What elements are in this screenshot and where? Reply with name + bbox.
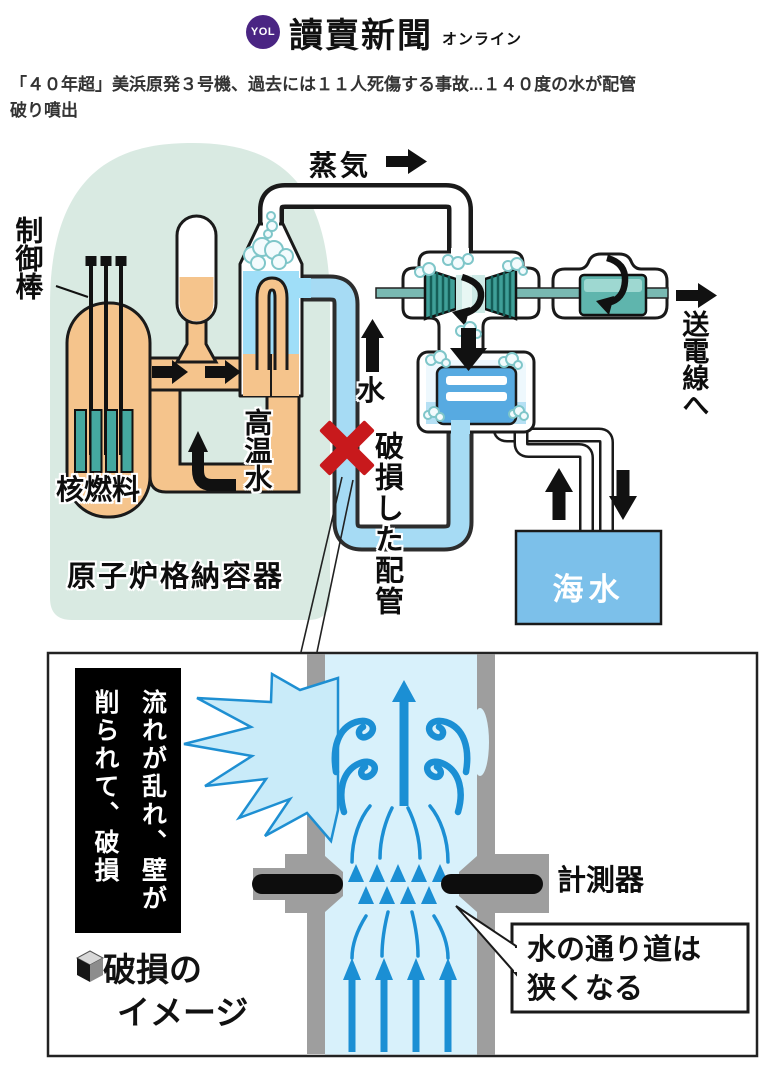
- label-power-lines: 送電線へ: [678, 310, 709, 418]
- seawater-flow-arrows: [545, 468, 637, 520]
- label-steam: 蒸気: [309, 150, 372, 181]
- fuel-rods-shape: [74, 409, 134, 473]
- label-nuclear-fuel: 核燃料: [56, 474, 141, 505]
- headline-line1: 「４０年超」美浜原発３号機、過去には１１人死傷する事故...１４０度の水が配管: [10, 75, 637, 94]
- instrument-probe: [252, 874, 543, 894]
- narrow-note-line1: 水の通り道は: [527, 934, 702, 966]
- flow-arrow-curved-up: [188, 431, 236, 491]
- narrow-note-box: [510, 922, 750, 1014]
- steam-arrow: [386, 149, 427, 174]
- flow-swirls: [331, 717, 471, 960]
- control-rod-pointer-line: [55, 285, 89, 298]
- label-seawater: 海水: [552, 572, 625, 607]
- label-control-rods: 制御棒: [12, 216, 44, 300]
- yol-logo-icon[interactable]: YOL: [245, 15, 280, 49]
- label-instrument: 計測器: [557, 865, 645, 897]
- banner-column2: 削られて、破損: [91, 688, 119, 885]
- damage-banner-text: 流れが乱れ、壁が 削られて、破損: [81, 689, 176, 913]
- seawater-box: [514, 529, 663, 626]
- water-spray: [183, 671, 340, 844]
- rotation-arrow-icon: [452, 254, 629, 326]
- pipe-walls: [253, 654, 549, 1055]
- flow-arrow-right: [152, 360, 241, 384]
- steam-cloud-icon: [243, 211, 294, 271]
- steam-pipe: [258, 183, 473, 258]
- powerline-arrow: [676, 283, 717, 308]
- water-up-arrow: [361, 319, 384, 372]
- label-broken-pipe: 破損した配管: [370, 431, 403, 617]
- callout-lines: [300, 476, 354, 653]
- turbine-shaft: [375, 287, 669, 299]
- pressurizer: [175, 214, 218, 325]
- eroded-wall-bulge: [471, 708, 489, 776]
- logo-online-suffix: オンライン: [441, 30, 522, 48]
- damage-banner: 流れが乱れ、壁が 削られて、破損: [75, 668, 181, 933]
- newspaper-logo[interactable]: 讀賣新聞: [288, 17, 433, 55]
- label-water: 水: [357, 375, 386, 406]
- label-hot-water: 高温水: [241, 408, 273, 492]
- label-narrow-note: 水の通り道は 狭くなる: [527, 931, 701, 1009]
- damage-title-line2: イメージ: [117, 994, 249, 1031]
- damage-x-icon: [319, 420, 375, 476]
- damage-title-line1: 破損の: [103, 951, 202, 988]
- label-containment: 原子炉格納容器: [67, 561, 285, 593]
- condenser: [416, 347, 536, 434]
- article-headline: 「４０年超」美浜原発３号機、過去には１１人死傷する事故...１４０度の水が配管 …: [10, 72, 758, 125]
- banner-column1: 流れが乱れ、壁が: [138, 688, 167, 913]
- cube-icon: [75, 950, 105, 982]
- generator-cylinder: [578, 273, 648, 317]
- return-water-pipe: [297, 274, 474, 552]
- masthead: YOL 讀賣新聞 オンライン: [0, 8, 768, 56]
- down-arrow-turbine: [450, 328, 487, 371]
- steam-generator: [238, 211, 311, 398]
- narrow-note-line2: 狭くなる: [527, 973, 644, 1006]
- headline-line2: 破り噴出: [10, 101, 78, 121]
- turbine-blades: [423, 267, 518, 321]
- flow-arrows-up: [343, 680, 457, 1052]
